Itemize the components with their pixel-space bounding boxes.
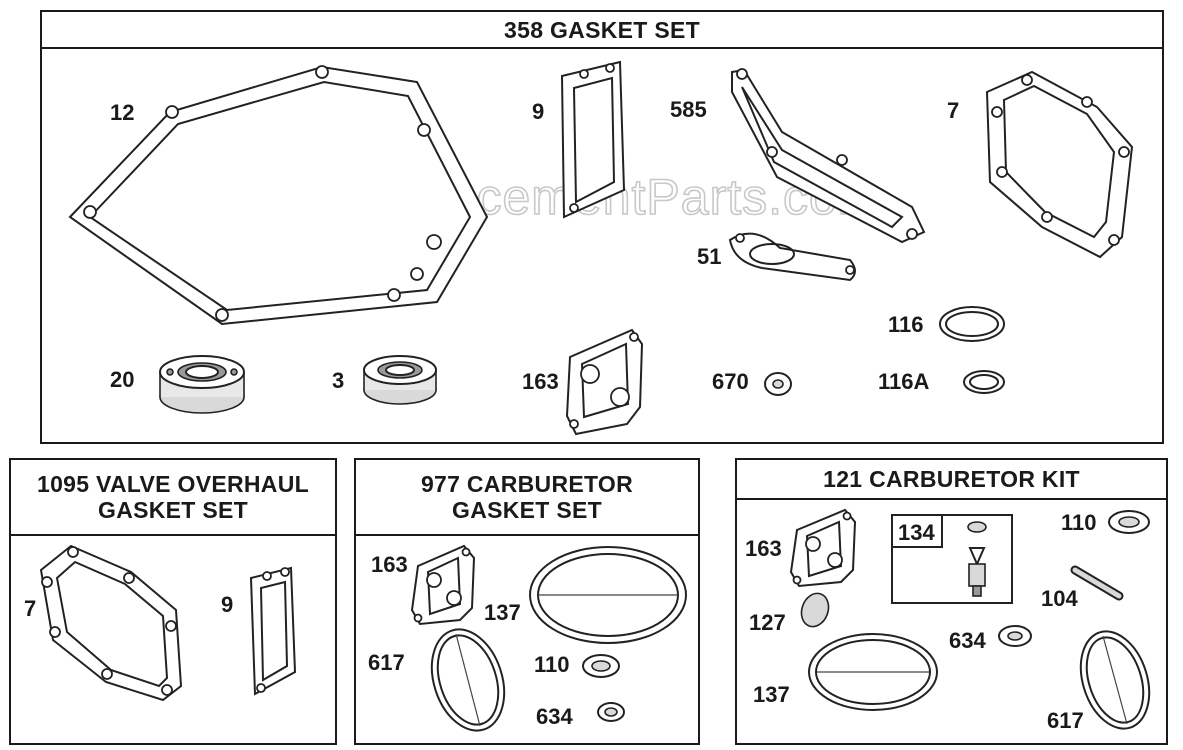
callout-617: 617 [1047, 708, 1084, 733]
part-137-o-ring [808, 633, 938, 711]
panel-title-line1: 1095 VALVE OVERHAUL [37, 471, 309, 497]
part-7-head-gasket [39, 544, 183, 702]
panel-358-gasket-set: 358 GASKET SET eReplacementParts.com [40, 10, 1164, 444]
callout-163: 163 [745, 536, 782, 561]
callout-7: 7 [24, 596, 36, 621]
part-7-head-gasket [985, 70, 1134, 259]
panel-title-text: 358 GASKET SET [504, 16, 700, 43]
callout-110: 110 [1061, 510, 1097, 535]
carb-kit-drawing: 163 134 110 127 104 634 137 617 [745, 508, 1151, 733]
callout-137: 137 [484, 600, 521, 625]
callout-20: 20 [110, 367, 134, 392]
panel-title-line2: GASKET SET [98, 497, 248, 523]
panel-title: 1095 VALVE OVERHAUL GASKET SET [11, 460, 335, 536]
callout-9: 9 [221, 592, 233, 617]
callout-163: 163 [522, 369, 559, 394]
part-617-o-ring [1079, 630, 1151, 730]
valve-overhaul-drawing: 7 9 [24, 544, 297, 702]
callout-137: 137 [753, 682, 790, 707]
part-116-ring [939, 306, 1005, 342]
part-670-washer [764, 372, 792, 396]
panel-977-carburetor-gasket-set: 977 CARBURETOR GASKET SET [354, 458, 700, 745]
part-20-oil-seal [159, 355, 245, 414]
part-585-gasket [731, 68, 926, 244]
part-104-pin [1070, 565, 1124, 601]
part-617-o-ring [430, 628, 506, 732]
panel-title: 977 CARBURETOR GASKET SET [356, 460, 698, 536]
callout-116a: 116A [878, 369, 929, 394]
panel-title: 358 GASKET SET [42, 12, 1162, 49]
part-137-o-ring [529, 546, 687, 644]
panel-title-text: 121 CARBURETOR KIT [823, 466, 1080, 492]
panel-121-carburetor-kit: 121 CARBURETOR KIT [735, 458, 1168, 745]
callout-127: 127 [749, 610, 786, 635]
part-634-washer [998, 625, 1032, 647]
callout-110: 110 [534, 652, 570, 677]
callout-134: 134 [898, 520, 935, 545]
panel-title-line2: GASKET SET [452, 497, 602, 523]
gasket-set-drawing: eReplacementParts.com [68, 60, 1134, 436]
callout-634: 634 [536, 704, 573, 729]
part-634-washer [597, 702, 625, 722]
part-163-gasket [565, 328, 644, 436]
part-163-gasket [410, 544, 476, 626]
panel-title-line1: 977 CARBURETOR [420, 471, 634, 497]
part-12-crankcase-gasket [68, 65, 489, 326]
callout-670: 670 [712, 369, 749, 394]
part-3-seal [363, 355, 437, 405]
panel-title: 121 CARBURETOR KIT [737, 460, 1166, 500]
callout-3: 3 [332, 368, 344, 393]
callout-634: 634 [949, 628, 986, 653]
part-134-inlet-needle-box [891, 514, 1013, 604]
callout-116: 116 [888, 312, 924, 337]
part-9-gasket [560, 60, 626, 219]
callout-51: 51 [697, 244, 721, 269]
part-51-gasket [728, 232, 856, 282]
part-9-gasket [249, 566, 297, 696]
part-110-washer [1108, 510, 1150, 534]
part-163-gasket [789, 508, 857, 588]
carb-gasket-drawing: 163 137 617 110 634 [368, 544, 687, 732]
callout-585: 585 [670, 97, 707, 122]
part-127-float-plug [800, 592, 830, 628]
callout-163: 163 [371, 552, 408, 577]
callout-9: 9 [532, 99, 544, 124]
callout-7: 7 [947, 98, 959, 123]
panel-1095-valve-overhaul: 1095 VALVE OVERHAUL GASKET SET 7 9 [9, 458, 337, 745]
callout-12: 12 [110, 100, 134, 125]
part-110-washer [582, 654, 620, 678]
part-116a-ring [963, 370, 1005, 394]
callout-104: 104 [1041, 586, 1078, 611]
callout-617: 617 [368, 650, 405, 675]
